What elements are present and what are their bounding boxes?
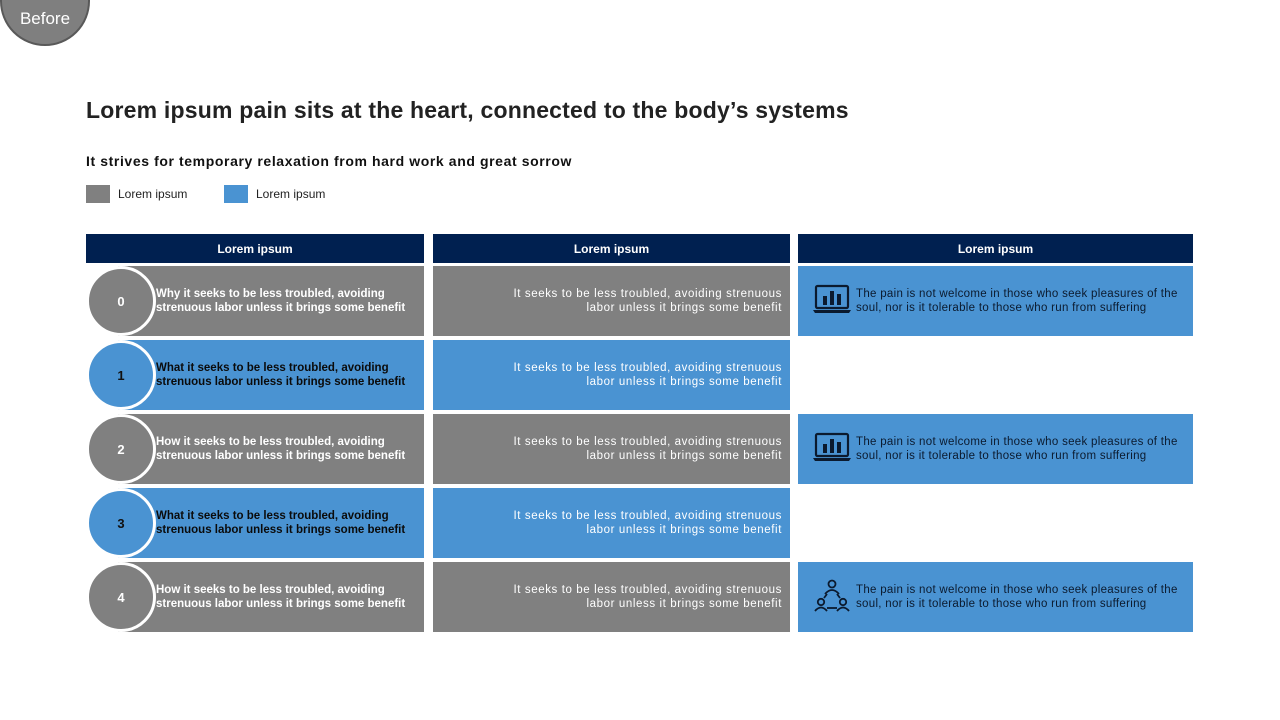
row-1-description: It seeks to be less troubled, avoiding s… — [433, 340, 790, 410]
row-4-detail: The pain is not welcome in those who see… — [798, 562, 1193, 632]
row-1-number-circle: 1 — [86, 340, 156, 410]
legend-swatch-blue — [224, 185, 248, 203]
row-3-number-circle: 3 — [86, 488, 156, 558]
legend-item-blue: Lorem ipsum — [224, 185, 325, 203]
laptop-chart-icon — [813, 432, 851, 461]
before-label: Before — [19, 9, 71, 28]
people-network-icon — [814, 579, 850, 612]
row-2-label: How it seeks to be less troubled, avoidi… — [118, 414, 424, 484]
legend-item-gray: Lorem ipsum — [86, 185, 187, 203]
before-badge[interactable]: Before — [0, 0, 90, 46]
row-4-number-circle: 4 — [86, 562, 156, 632]
legend-swatch-gray — [86, 185, 110, 203]
row-0-number-circle: 0 — [86, 266, 156, 336]
column-header-2: Lorem ipsum — [433, 234, 790, 263]
legend-label: Lorem ipsum — [256, 187, 326, 201]
page-title: Lorem ipsum pain sits at the heart, conn… — [86, 97, 849, 123]
row-3-label: What it seeks to be less troubled, avoid… — [118, 488, 424, 558]
row-4-label: How it seeks to be less troubled, avoidi… — [118, 562, 424, 632]
row-0-detail: The pain is not welcome in those who see… — [798, 266, 1193, 336]
row-3-description: It seeks to be less troubled, avoiding s… — [433, 488, 790, 558]
row-0-label: Why it seeks to be less troubled, avoidi… — [118, 266, 424, 336]
laptop-chart-icon — [813, 284, 851, 313]
row-2-number-circle: 2 — [86, 414, 156, 484]
column-header-1: Lorem ipsum — [86, 234, 424, 263]
row-0-description: It seeks to be less troubled, avoiding s… — [433, 266, 790, 336]
row-2-detail: The pain is not welcome in those who see… — [798, 414, 1193, 484]
column-header-3: Lorem ipsum — [798, 234, 1193, 263]
page-subtitle: It strives for temporary relaxation from… — [86, 153, 572, 169]
row-1-label: What it seeks to be less troubled, avoid… — [118, 340, 424, 410]
row-4-description: It seeks to be less troubled, avoiding s… — [433, 562, 790, 632]
legend-label: Lorem ipsum — [118, 187, 188, 201]
row-2-description: It seeks to be less troubled, avoiding s… — [433, 414, 790, 484]
